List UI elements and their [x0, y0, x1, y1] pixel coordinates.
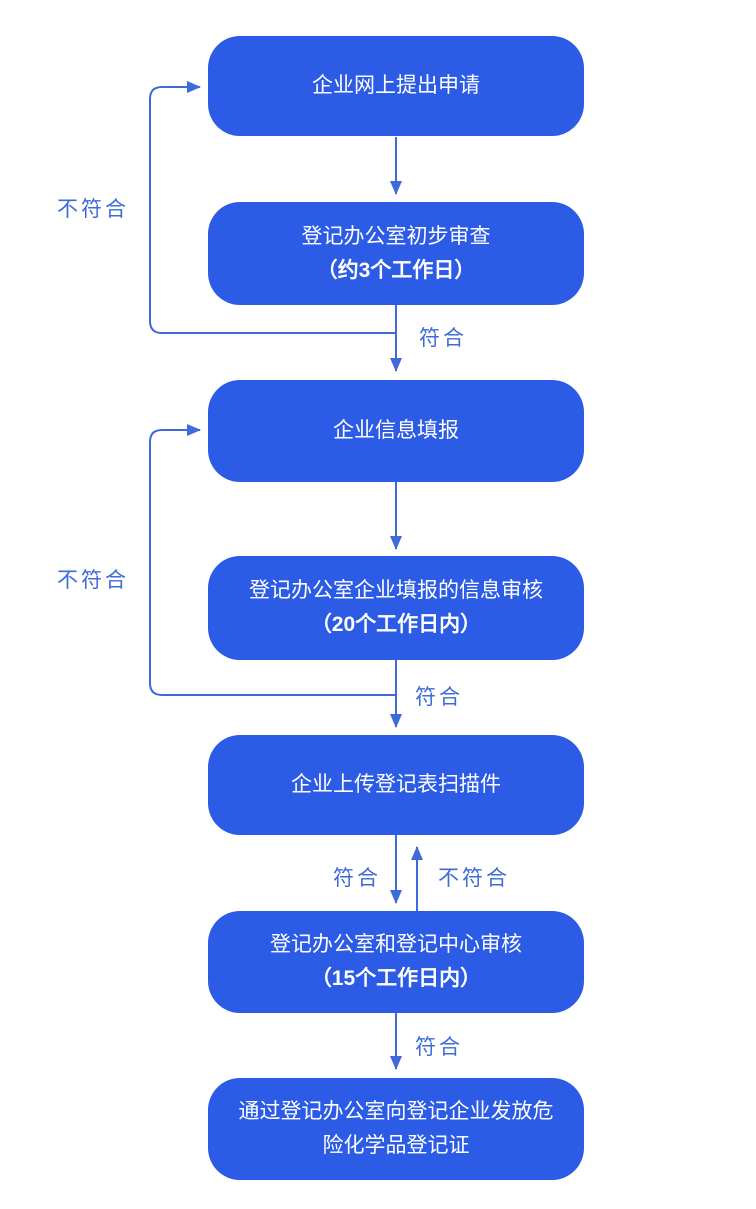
flow-step-apply: 企业网上提出申请 — [208, 36, 584, 136]
edge-label-fail-3: 不符合 — [438, 867, 510, 890]
edge-label-pass-2: 符合 — [415, 686, 463, 709]
edge-label-pass-1: 符合 — [419, 327, 467, 350]
flow-step-center-review: 登记办公室和登记中心审核 （15个工作日内） — [208, 911, 584, 1013]
flow-step-info-review: 登记办公室企业填报的信息审核 （20个工作日内） — [208, 556, 584, 660]
flow-step-info-review-duration: （20个工作日内） — [310, 613, 482, 636]
flow-step-center-review-duration: （15个工作日内） — [310, 967, 482, 990]
flow-step-preliminary-review: 登记办公室初步审查 （约3个工作日） — [208, 202, 584, 305]
edge-label-fail-2: 不符合 — [57, 569, 129, 592]
flow-step-info-fill: 企业信息填报 — [208, 380, 584, 482]
flow-step-upload-scan: 企业上传登记表扫描件 — [208, 735, 584, 835]
flow-step-preliminary-review-label: 登记办公室初步审查 — [301, 224, 491, 248]
edge-label-pass-3: 符合 — [333, 867, 381, 890]
flow-step-issue-cert-label: 通过登记办公室向登记企业发放危险化学品登记证 — [238, 1100, 554, 1157]
flow-step-apply-label: 企业网上提出申请 — [312, 74, 480, 97]
flow-step-center-review-label: 登记办公室和登记中心审核 — [270, 933, 522, 956]
flow-step-info-review-label: 登记办公室企业填报的信息审核 — [249, 579, 543, 602]
flow-step-preliminary-review-duration: （约3个工作日） — [316, 258, 476, 282]
flow-step-upload-scan-label: 企业上传登记表扫描件 — [291, 773, 501, 796]
flow-step-issue-cert: 通过登记办公室向登记企业发放危险化学品登记证 — [208, 1078, 584, 1180]
edge-label-fail-1: 不符合 — [57, 198, 129, 221]
flow-step-info-fill-label: 企业信息填报 — [333, 419, 459, 442]
edge-label-pass-4: 符合 — [415, 1036, 463, 1059]
